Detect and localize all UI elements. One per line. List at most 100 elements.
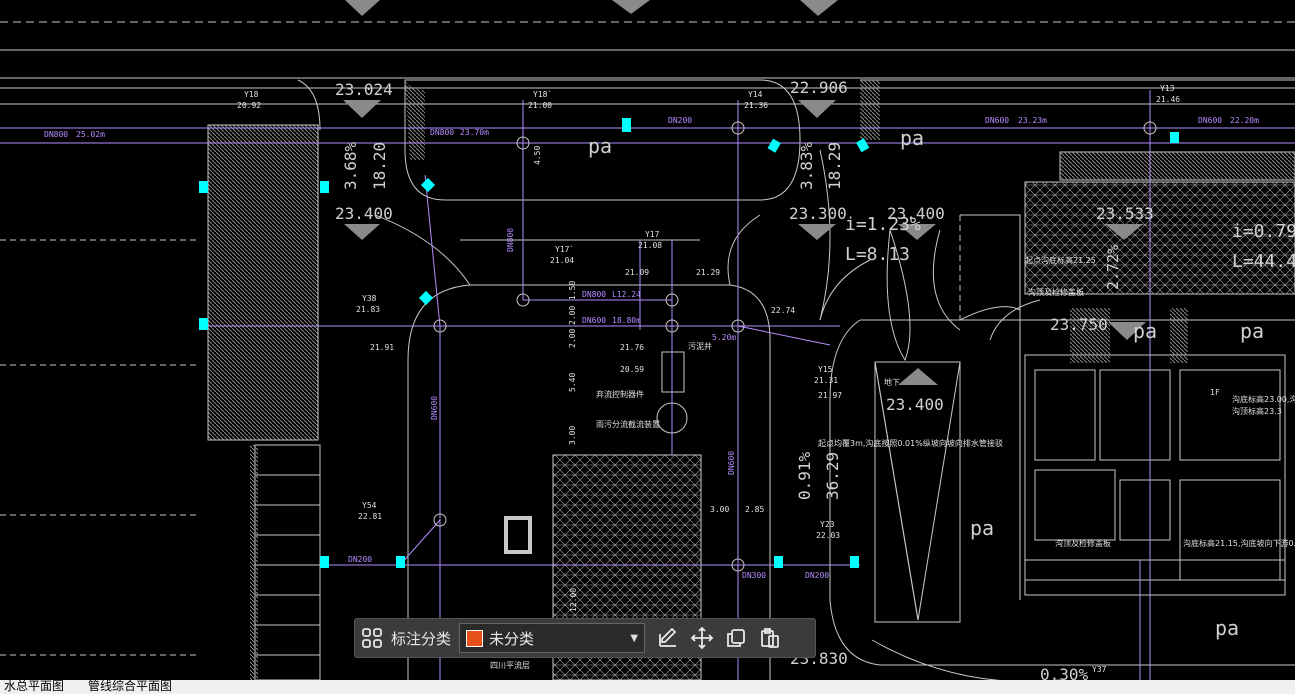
dimension-value: 2.85 xyxy=(745,505,764,514)
area-label: pa xyxy=(900,126,924,150)
annotation-note: 地下 xyxy=(884,377,900,387)
chevron-down-icon: ▼ xyxy=(630,632,639,644)
dimension-value: 1.50 xyxy=(568,281,577,300)
area-label: pa xyxy=(1215,616,1239,640)
annotation-note: 起点沟底标高21.25 xyxy=(1025,255,1096,265)
manhole-elev: 21.00 xyxy=(528,101,552,110)
pipe-label: DN200 xyxy=(805,571,829,580)
elevation-label: 22.906 xyxy=(790,78,848,97)
annotation-toolbar: 标注分类 未分类 ▼ xyxy=(354,618,816,658)
elevation-label: 23.024 xyxy=(335,80,393,99)
annotation-note: 污泥井 xyxy=(688,341,712,351)
dimension-value: 5.40 xyxy=(568,373,577,392)
pipe-label: DN600 xyxy=(582,316,606,325)
slope-label: L=8.13 xyxy=(845,244,910,265)
elevation-label: 23.400 xyxy=(886,395,944,414)
pipe-label: DN200 xyxy=(348,555,372,564)
area-label: pa xyxy=(970,516,994,540)
annotation-note: 雨污分流截流装置 xyxy=(596,419,660,429)
elevation-label: 23.533 xyxy=(1096,204,1154,223)
pipe-label: 23.70m xyxy=(460,128,489,137)
slope-label: i=1.23% xyxy=(845,214,921,235)
manhole-elev: 21.36 xyxy=(744,101,768,110)
pipe-label: 22.20m xyxy=(1230,116,1259,125)
annotation-note: 沟顶标高23.3 xyxy=(1232,406,1282,416)
fittings xyxy=(199,118,1179,568)
category-label: 标注分类 xyxy=(391,629,452,648)
manhole-elev: 21.46 xyxy=(1156,95,1180,104)
grid-icon[interactable] xyxy=(355,621,389,655)
manhole-id: Y23 xyxy=(820,520,835,529)
slope-label: i=0.79% xyxy=(1232,221,1295,242)
annotation-note: 起点均覆3m,沟底按照0.01%纵坡向坡向排水管接驳 xyxy=(818,438,1003,448)
dimension-value: 3.00 xyxy=(568,426,577,445)
pipe-label: DN600 xyxy=(727,451,736,475)
category-select[interactable]: 未分类 ▼ xyxy=(459,623,646,653)
slope-label: 0.30% xyxy=(1040,665,1089,684)
annotation-note: 沟底标高21.15,沟底坡向下游0.6m雨水 xyxy=(1183,538,1295,548)
category-color-swatch xyxy=(466,629,484,647)
area-label: pa xyxy=(1240,319,1264,343)
slope-label: 3.83% xyxy=(797,141,816,190)
manhole-elev: 21.83 xyxy=(356,305,380,314)
copy-icon[interactable] xyxy=(719,621,753,655)
manhole-id: Y14 xyxy=(748,90,763,99)
dimension-value: 2.00 xyxy=(568,306,577,325)
tab-water-general-plan[interactable]: 水总平面图 xyxy=(4,679,65,693)
move-icon[interactable] xyxy=(685,621,719,655)
elevation-markers xyxy=(343,0,1146,385)
annotation-note: 1F xyxy=(1210,388,1220,397)
slope-label: 2.72% xyxy=(1104,245,1122,290)
slope-label: 0.91% xyxy=(795,451,814,500)
dimension-value: 21.97 xyxy=(818,391,842,400)
slope-label: L=44.45 xyxy=(1232,251,1295,272)
manhole-id: Y17` xyxy=(555,244,574,254)
manhole-elev: 22.81 xyxy=(358,512,382,521)
manhole-id: Y13 xyxy=(1160,84,1175,93)
manhole-id: Y37 xyxy=(1092,665,1107,674)
dimension-value: 4.50 xyxy=(533,146,542,165)
pipe-label: 25.02m xyxy=(76,130,105,139)
manhole-elev: 21.31 xyxy=(814,376,838,385)
manhole-elev: 22.03 xyxy=(816,531,840,540)
manhole-id: Y54 xyxy=(362,501,377,510)
paste-icon[interactable] xyxy=(753,621,787,655)
pipe-label: DN800 xyxy=(582,290,606,299)
dimension-value: 21.09 xyxy=(625,268,649,277)
dimension-value: 12.00 xyxy=(569,588,578,612)
dimension-value: 21.29 xyxy=(696,268,720,277)
slope-label: 18.20 xyxy=(370,142,389,190)
slope-label: 18.29 xyxy=(825,142,844,190)
edit-icon[interactable] xyxy=(651,621,685,655)
annotation-note: 四川平流层 xyxy=(490,660,530,670)
pipe-label: DN800 xyxy=(44,130,68,139)
pipe-label: 23.23m xyxy=(1018,116,1047,125)
manhole-id: Y17 xyxy=(645,230,660,239)
slope-label: 36.29 xyxy=(823,452,842,500)
manhole-circles xyxy=(433,121,1157,572)
tab-pipeline-plan[interactable]: 管线综合平面图 xyxy=(88,679,173,693)
pipe-label: DN600 xyxy=(430,396,439,420)
manhole-id: Y15 xyxy=(818,365,833,374)
slope-label: 3.68% xyxy=(341,141,360,190)
category-value: 未分类 xyxy=(489,629,535,648)
pipe-label: L12.24 xyxy=(612,290,641,299)
area-label: pa xyxy=(1133,319,1157,343)
pipe-label: DN800 xyxy=(430,128,454,137)
dimension-value: 20.59 xyxy=(620,365,644,374)
manhole-id: Y38 xyxy=(362,294,377,303)
manhole-elev: 20.92 xyxy=(237,101,261,110)
annotation-note: 沟顶及检修盖板 xyxy=(1028,287,1084,297)
elevation-label: 23.400 xyxy=(335,204,393,223)
manhole-elev: 21.08 xyxy=(638,241,662,250)
area-label: pa xyxy=(588,134,612,158)
dimension-value: 22.74 xyxy=(771,306,795,315)
dimension-value: 21.76 xyxy=(620,343,644,352)
pipe-label: DN300 xyxy=(742,571,766,580)
elevation-label: 23.400 xyxy=(887,204,945,223)
pipe-network xyxy=(0,90,1295,680)
pipe-label: 18.80m xyxy=(612,316,641,325)
annotation-note: 沟底标高23.00,沟底坡向 xyxy=(1232,394,1295,404)
